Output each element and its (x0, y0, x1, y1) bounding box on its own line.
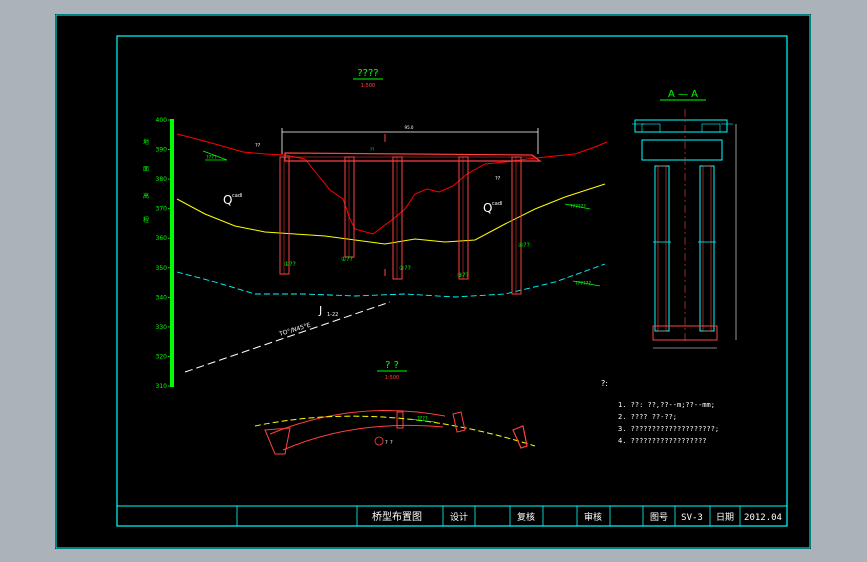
soil-label-right: Q (483, 201, 492, 215)
side-label-3: 高 (143, 192, 149, 200)
plan-curve-label: ???? (417, 416, 428, 422)
elevation-tick-label: 330 (156, 324, 168, 331)
section-cap-beam (641, 139, 723, 161)
plan-marker-circle (374, 436, 384, 446)
elevation-scale: 1:500 (361, 83, 375, 89)
pier-marker-1: ①?? (284, 261, 296, 268)
section-view: A — A (632, 89, 737, 349)
ground-line (176, 133, 608, 235)
rock-label: J (318, 304, 322, 317)
plan-abutment-right (396, 411, 404, 429)
pier-3 (392, 156, 403, 280)
elevation-tick-label: 390 (156, 147, 168, 154)
pier-5 (511, 156, 522, 295)
ground-label: ???? (206, 155, 217, 161)
inner-frame (116, 35, 788, 527)
note-4: 4. ?????????????????? (618, 437, 707, 445)
elevation-tick-label: 400 (156, 117, 168, 124)
review-label: 审核 (584, 511, 602, 523)
elevation-tick-label: 380 (156, 176, 168, 183)
note-3: 3. ????????????????????; (618, 425, 719, 433)
section-title: A — A (668, 89, 698, 100)
plan-scale: 1:500 (385, 375, 399, 381)
abutment-right-label: ?? (495, 176, 501, 182)
section-box-left (641, 123, 661, 133)
pier-marker-4: ③?? (457, 272, 469, 279)
date-label: 日期 (716, 512, 734, 523)
pier-marker-2: ①?? (341, 256, 353, 263)
plan-deck-edge-top (269, 409, 446, 435)
bridge-deck (284, 152, 542, 162)
elevation-tick-labels: 400 390 380 370 360 350 340 330 320 310 (156, 117, 170, 390)
elevation-tick-label: 310 (156, 383, 168, 390)
elevation-tick-label: 320 (156, 353, 168, 360)
drawing-name: 桥型布置图 (372, 510, 422, 523)
section-rebar-left (657, 165, 667, 332)
elevation-tick-label: 340 (156, 294, 168, 301)
date-value: 2012.04 (744, 513, 782, 523)
side-label-2: 面 (143, 166, 149, 173)
pier-marker-3: ②?? (399, 265, 411, 272)
plan-marker-label: ? (385, 440, 388, 446)
fault-label: TO°/N45°E (278, 322, 312, 338)
pier-2 (344, 156, 355, 258)
layer-2-leader (572, 280, 601, 287)
layer-label-1: ?????? (570, 204, 586, 210)
section-box-right (701, 123, 721, 133)
soil-boundary-line (176, 183, 606, 245)
title-block: 桥型布置图 设计 复核 审核 图号 SV-3 日期 2012.04 (116, 505, 788, 527)
soil-sub-right: cadl (492, 201, 502, 207)
elevation-scale-bar (170, 119, 174, 387)
plan-pier-block (452, 411, 466, 433)
rock-layer-line (176, 263, 606, 298)
drawing-sheet: ???? 1:500 400 390 380 370 360 350 340 330 320 31… (55, 14, 811, 549)
note-1: 1. ??: ??,??--m;??--mm; (618, 401, 715, 409)
rock-sub-label: 1-22 (327, 312, 338, 318)
sheet-no: SV-3 (681, 513, 703, 523)
section-deck (634, 119, 728, 133)
plan-end-block (512, 425, 528, 449)
check-label: 复核 (517, 511, 535, 523)
title-block-frame (116, 505, 788, 527)
notes-heading: ?: (601, 379, 608, 388)
plan-view: ? ? 1:500 ???? ? ? (254, 360, 536, 455)
outer-frame (55, 14, 811, 549)
deck-note: ?? (370, 147, 374, 152)
abutment-left-label: ?? (255, 143, 261, 149)
fault-line (184, 301, 391, 373)
section-column-right (699, 165, 715, 332)
design-label: 设计 (450, 511, 468, 523)
notes-block: ?: 1. ??: ??,??--m;??--mm; 2. ???? ??-??… (601, 379, 719, 445)
elevation-view: ???? 1:500 400 390 380 370 360 350 340 330 320 31… (143, 68, 608, 390)
sheet-no-label: 图号 (650, 512, 668, 523)
plan-centerline (254, 415, 536, 447)
layer-label-2: ?????? (575, 281, 591, 287)
engineering-drawing: ???? 1:500 400 390 380 370 360 350 340 330 320 31… (55, 14, 811, 549)
section-rebar-right (702, 165, 712, 332)
pier-1 (279, 156, 290, 275)
plan-curve-leader (409, 418, 436, 423)
elevation-title: ???? (357, 68, 378, 79)
soil-sub-left: cadl (232, 193, 242, 199)
side-label-1: 地 (143, 138, 149, 146)
piers (279, 156, 522, 295)
pier-marker-5: ④?? (518, 242, 530, 249)
side-label-4: 程 (143, 216, 149, 224)
elevation-tick-label: 370 (156, 206, 168, 213)
elevation-tick-label: 360 (156, 235, 168, 242)
plan-title: ? ? (385, 360, 399, 371)
plan-abutment-left (264, 427, 291, 455)
elevation-tick-label: 350 (156, 265, 168, 272)
soil-label-left: Q (223, 193, 232, 207)
section-column-left (654, 165, 670, 332)
pier-4 (458, 156, 469, 280)
layer-1-leader (564, 203, 591, 210)
ground-leader (202, 150, 228, 161)
span-label: 95.0 (405, 125, 414, 130)
plan-deck-edge-bottom (282, 424, 444, 451)
plan-marker-sub: ? (390, 440, 393, 446)
note-2: 2. ???? ??-??; (618, 413, 677, 421)
